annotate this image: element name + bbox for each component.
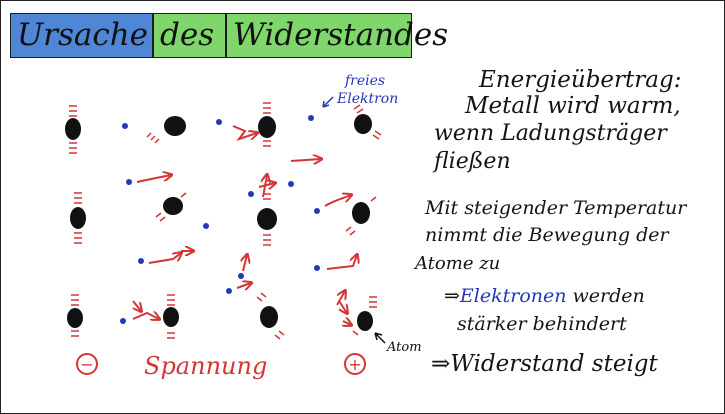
electron: [238, 273, 244, 279]
note-line: stärker behindert: [457, 313, 627, 335]
highlight-electrons: Elektronen: [459, 285, 567, 307]
electron: [216, 119, 222, 125]
movement-arrow: [148, 253, 181, 264]
electron: [138, 258, 144, 264]
title-part-widerstandes: Widerstandes: [226, 13, 448, 58]
movement-arrow: [290, 159, 321, 161]
electron: [314, 208, 320, 214]
note-suffix: werden: [566, 285, 645, 307]
movement-arrow: [232, 125, 257, 141]
electron: [314, 265, 320, 271]
free-electron-label: Elektron: [336, 91, 398, 107]
plus-terminal: [344, 353, 366, 375]
movement-arrow: [136, 175, 171, 183]
free-electron-label: freies: [344, 73, 385, 89]
title-part-des: des: [153, 13, 226, 58]
plus-sign: +: [348, 355, 361, 374]
voltage-label: Spannung: [144, 352, 267, 380]
electron: [122, 123, 128, 129]
movement-arrow: [336, 291, 345, 306]
implies-arrow: ⇒: [444, 285, 460, 307]
movement-arrow: [263, 175, 267, 198]
atom: [67, 294, 83, 337]
electron: [308, 115, 314, 121]
movement-arrow: [338, 300, 347, 313]
atom: [70, 192, 86, 244]
electron: [226, 288, 232, 294]
electron: [126, 179, 132, 185]
note-line: Metall wird warm,: [465, 93, 681, 119]
atom-lattice-diagram: − + freies Elektron Atom Spannung: [65, 73, 421, 380]
movement-arrow: [236, 283, 251, 288]
movement-arrow: [132, 313, 159, 319]
minus-terminal: [76, 353, 98, 375]
label-pointer: [322, 96, 334, 108]
note-line: Mit steigender Temperatur: [425, 197, 687, 219]
note-line: Atome zu: [415, 253, 501, 274]
atom: [353, 104, 382, 140]
minus-sign: −: [80, 355, 93, 374]
note-line: fließen: [434, 149, 511, 174]
title-part-ursache: Ursache: [10, 13, 153, 58]
note-line: ⇒Widerstand steigt: [431, 351, 658, 377]
movement-arrow: [343, 321, 351, 325]
electron: [120, 318, 126, 324]
note-line: nimmt die Bewegung der: [425, 224, 669, 246]
electron: [288, 181, 294, 187]
atom-label: Atom: [386, 340, 421, 355]
note-line: ⇒Elektronen werden: [444, 285, 645, 307]
atom: [345, 196, 377, 236]
movement-arrow: [243, 255, 247, 272]
atom: [258, 102, 276, 147]
atom: [163, 294, 179, 339]
label-pointer: [374, 332, 386, 344]
atom: [146, 116, 186, 144]
electron: [248, 191, 254, 197]
atom: [257, 193, 277, 246]
atom: [155, 192, 187, 222]
movement-arrow: [133, 300, 141, 311]
atom: [65, 105, 81, 154]
atom: [352, 296, 377, 336]
note-line: wenn Ladungsträger: [434, 121, 667, 146]
movement-arrow: [324, 195, 351, 207]
note-line: Energieübertrag:: [479, 67, 682, 93]
movement-arrow: [326, 255, 357, 270]
movement-arrow: [258, 183, 275, 187]
electron: [203, 223, 209, 229]
atom: [256, 292, 285, 340]
